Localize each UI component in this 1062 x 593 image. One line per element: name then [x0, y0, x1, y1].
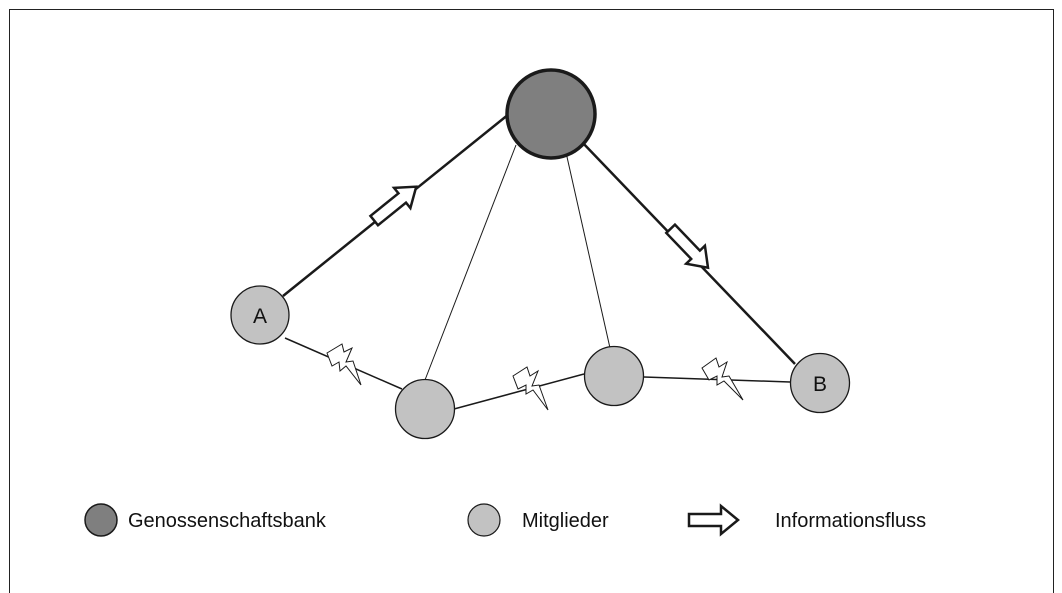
bank-node: [505, 68, 597, 160]
legend-flow-arrow-icon: [687, 503, 740, 537]
legend-bank-icon: [84, 503, 118, 537]
legend-bank-label: Genossenschaftsbank: [128, 510, 327, 532]
legend-members-icon: [467, 503, 501, 537]
member-node-b: [789, 352, 851, 414]
link-member-1-member-2: [453, 373, 585, 410]
lightning-icon-1: [326, 343, 362, 386]
member-node-1: [394, 378, 456, 440]
legend-flow-label: Informationsfluss: [775, 510, 926, 532]
legend-members-label: Mitglieder: [522, 510, 609, 532]
link-bank-member-1: [424, 144, 517, 381]
flow-arrow-bank-to-b: [664, 222, 710, 270]
flow-arrow-a-to-bank: [368, 185, 418, 228]
link-bank-member-2: [564, 147, 611, 349]
node-label-a: A: [253, 305, 267, 328]
lightning-icon-3: [701, 357, 744, 401]
member-node-a: [230, 285, 290, 345]
legend: Genossenschaftsbank Mitglieder Informati…: [84, 503, 926, 537]
node-label-b: B: [813, 373, 827, 396]
diagram-frame: [9, 9, 1054, 593]
lightning-icon-2: [512, 366, 549, 411]
member-node-2: [583, 345, 645, 407]
